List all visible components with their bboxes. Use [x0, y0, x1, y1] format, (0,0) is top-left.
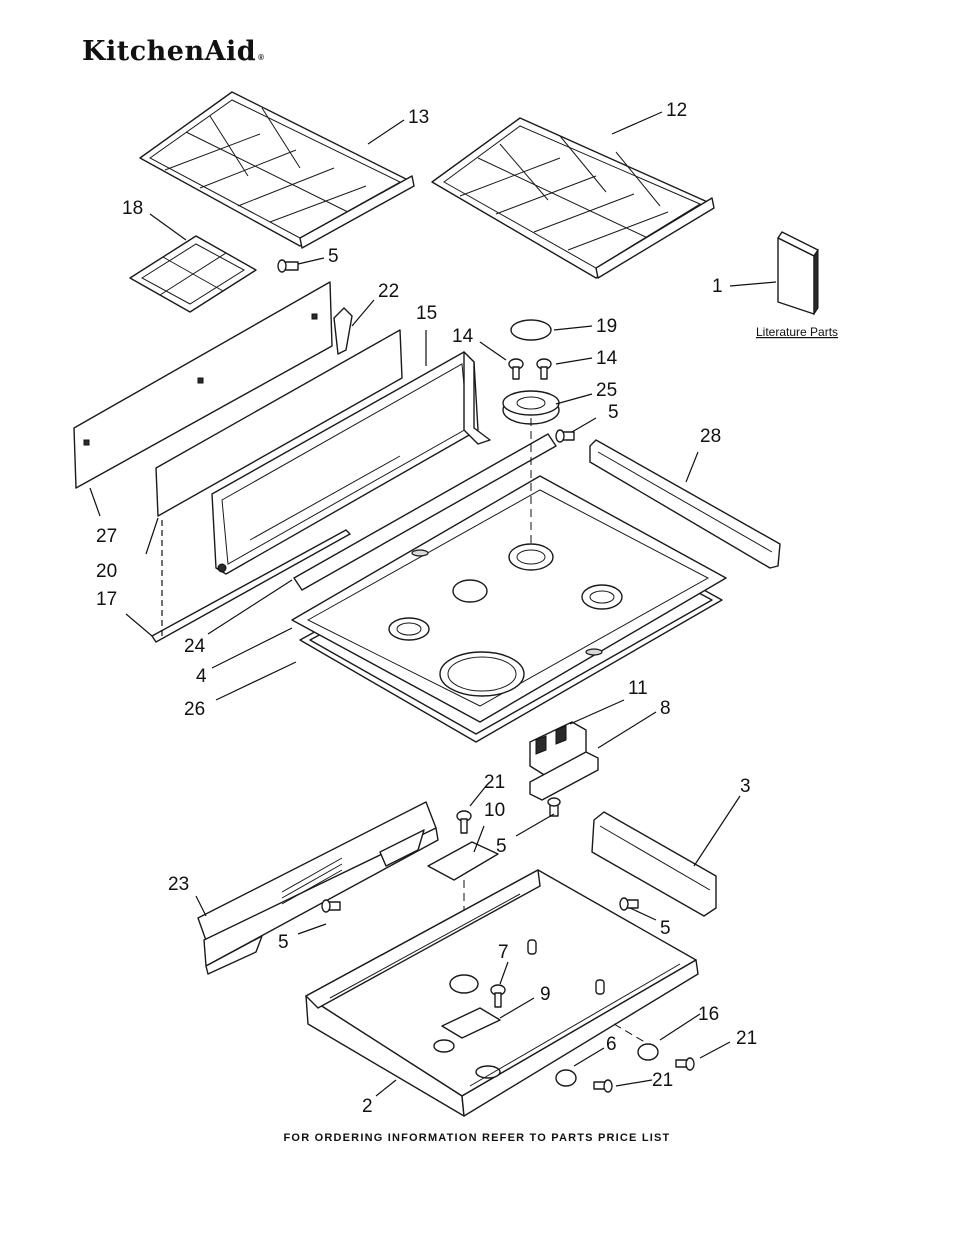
callout-5-rail: 5 — [608, 402, 619, 423]
literature-parts-label: Literature Parts — [756, 325, 838, 339]
callout-10: 10 — [484, 800, 505, 821]
callout-3: 3 — [740, 776, 751, 797]
callout-7: 7 — [498, 942, 509, 963]
burner-screw-left — [508, 358, 524, 380]
burner-screw-right — [536, 358, 552, 380]
callout-8: 8 — [660, 698, 671, 719]
registered-mark: ® — [258, 53, 265, 62]
right-side-rail — [589, 439, 781, 569]
callout-22: 22 — [378, 281, 399, 302]
callout-5-bracket: 5 — [496, 836, 507, 857]
cooktop-surface — [291, 475, 727, 723]
brand-logo: KitchenAid® — [82, 36, 265, 67]
callout-27: 27 — [96, 526, 117, 547]
callout-18: 18 — [122, 198, 143, 219]
screw-top-center — [456, 810, 472, 834]
callout-24: 24 — [184, 636, 206, 657]
ordering-info-footer: FOR ORDERING INFORMATION REFER TO PARTS … — [283, 1132, 671, 1144]
callout-2: 2 — [362, 1096, 373, 1117]
vent-slots — [281, 857, 343, 905]
leveling-leg-left — [555, 1069, 577, 1087]
literature-booklet — [777, 231, 819, 316]
callout-11: 11 — [628, 678, 648, 699]
callout-19: 19 — [596, 316, 617, 337]
callout-21-bottom: 21 — [652, 1070, 673, 1091]
leg-alignment-line — [613, 1023, 649, 1045]
screw-bracket — [547, 797, 561, 817]
right-burner-grate — [431, 117, 715, 279]
callout-4: 4 — [196, 666, 207, 687]
screw-leg-right — [675, 1057, 695, 1071]
screw-rail — [555, 429, 575, 443]
right-mounting-bracket — [591, 811, 717, 917]
small-grate — [129, 235, 257, 313]
callout-16: 16 — [698, 1004, 719, 1025]
callout-14-right: 14 — [596, 348, 618, 369]
callout-20: 20 — [96, 561, 117, 582]
callout-12: 12 — [666, 100, 687, 121]
callout-1: 1 — [712, 276, 723, 297]
heat-shield-plate — [427, 841, 499, 881]
callout-6: 6 — [606, 1034, 617, 1055]
front-trim-strip — [293, 433, 557, 591]
callout-25: 25 — [596, 380, 617, 401]
mounting-bracket — [529, 751, 599, 801]
orifice-mount-right — [595, 979, 605, 995]
burner-mount-plate — [441, 1007, 501, 1039]
orifice-mount-left — [527, 939, 537, 955]
screw-top-left — [277, 259, 299, 273]
screw-right-bracket — [619, 897, 639, 911]
callout-13: 13 — [408, 107, 429, 128]
brand-name: KitchenAid — [82, 36, 257, 67]
callout-21-right: 21 — [736, 1028, 757, 1049]
callout-5-grate: 5 — [328, 246, 339, 267]
callout-21-top: 21 — [484, 772, 505, 793]
callout-9: 9 — [540, 984, 551, 1005]
back-trim-panel — [155, 329, 403, 517]
callout-5-right-bracket: 5 — [660, 918, 671, 939]
callout-28: 28 — [700, 426, 721, 447]
burner-cap — [510, 319, 552, 341]
screw-leg-left — [593, 1079, 613, 1093]
callout-14-left: 14 — [452, 326, 474, 347]
callout-15: 15 — [416, 303, 437, 324]
screw-burner-plate — [490, 984, 506, 1008]
trim-clip — [333, 307, 353, 355]
screw-left-panel — [321, 899, 341, 913]
callout-26: 26 — [184, 699, 205, 720]
left-side-panel — [197, 801, 439, 975]
callout-17: 17 — [96, 589, 117, 610]
side-trim-panel — [73, 281, 333, 489]
backguard-frame — [211, 351, 491, 575]
callout-23: 23 — [168, 874, 189, 895]
left-burner-grate — [139, 91, 415, 249]
sealing-strip — [151, 529, 351, 643]
leveling-leg-right — [637, 1043, 659, 1061]
leader-lines — [89, 111, 777, 1097]
callout-5-left-panel: 5 — [278, 932, 289, 953]
